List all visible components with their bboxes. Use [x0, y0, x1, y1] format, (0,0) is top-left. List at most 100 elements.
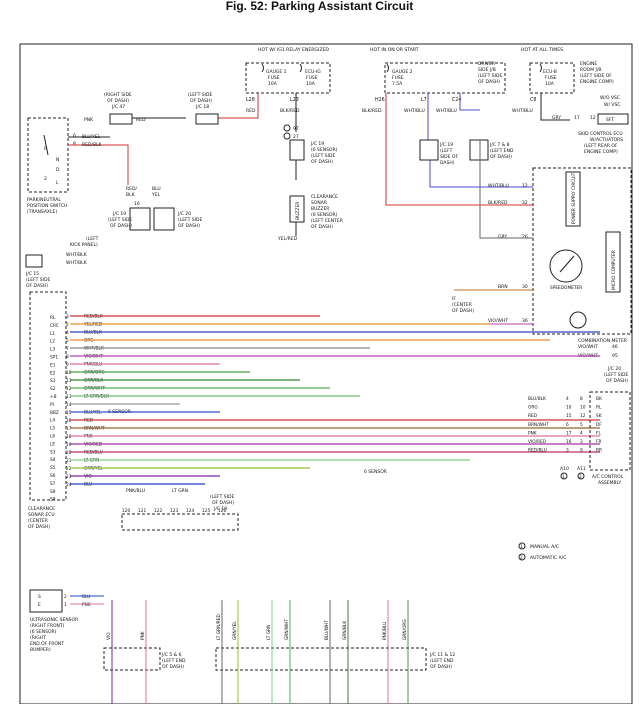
svg-text:SONAR: SONAR	[311, 200, 327, 206]
fuse-gauge1: GAUGE 1 FUSE 10A	[266, 69, 287, 87]
fuse-ecub: ECU-B FUSE 10A	[543, 69, 557, 87]
ecu-pin-number: 4	[66, 330, 69, 336]
jc15-connector	[25, 254, 43, 268]
micro-computer-box	[605, 231, 621, 293]
wire-wht-blk-1: WHT/BLK	[66, 252, 88, 258]
svg-text:OF DASH): OF DASH)	[490, 154, 512, 160]
svg-text:J/C 5 & 6: J/C 5 & 6	[161, 652, 182, 658]
ecu-pin-name: E1	[50, 362, 56, 368]
combination-meter-label: COMBINATION METER	[578, 338, 627, 344]
hot-on-start-label: HOT IN ON OR START	[370, 47, 419, 53]
ultrasonic-sensor-label: ULTRASONIC SENSOR (RIGHT FRONT) (6 SENSO…	[30, 617, 78, 653]
jc18-label: (LEFT SIDE OF DASH) J/C 18	[188, 92, 212, 110]
red-wires	[218, 93, 533, 206]
pin-h26: H26	[375, 97, 385, 103]
svg-text:J/C 19: J/C 19	[213, 506, 227, 512]
svg-text:6: 6	[73, 133, 76, 139]
hot-ig1-label: HOT W/ IG1 RELAY ENERGIZED	[258, 47, 329, 53]
park-switch-box	[27, 117, 69, 193]
svg-text:OF DASH): OF DASH)	[311, 224, 333, 230]
svg-text:D: D	[56, 167, 60, 173]
meter-wire-0: WHT/BLU	[488, 183, 509, 189]
sensor-wire-label: PNK	[82, 602, 91, 608]
svg-text:(CENTER: (CENTER	[28, 518, 48, 524]
ecu-pin-name: +B	[50, 394, 57, 400]
svg-text:7.5A: 7.5A	[392, 81, 403, 87]
svg-text:(LEFT SIDE OF: (LEFT SIDE OF	[580, 73, 612, 79]
ac-marker-1-num: 1	[562, 474, 565, 480]
meter-pin-2: 26	[522, 234, 528, 240]
ac-a11: A11	[577, 466, 586, 472]
wht-blu-wire	[427, 93, 533, 188]
meter-wire-3: BRN	[498, 284, 508, 290]
ecu-pin-name: L5	[50, 426, 55, 432]
jc19-bottom-pin: 120	[122, 508, 130, 514]
jc56-connector	[103, 647, 161, 671]
ac-pin-b: 4	[580, 430, 583, 436]
jc19-mid-connector	[129, 207, 151, 231]
jc19-buzzer-label: J/C 19 (6 SENSOR) (LEFT SIDE OF DASH)	[310, 141, 338, 165]
svg-text:(6 SENSOR): (6 SENSOR)	[30, 629, 57, 635]
svg-text:(LEFT SIDE: (LEFT SIDE	[188, 92, 212, 98]
svg-text:ULTRASONIC SENSOR: ULTRASONIC SENSOR	[30, 617, 78, 623]
sft-label: SFT	[606, 117, 614, 123]
svg-text:CLEARANCE: CLEARANCE	[28, 506, 55, 512]
sensor-wire-label: BLU	[82, 594, 90, 600]
wire-gry-1: GRY	[552, 115, 561, 121]
ecu-pin-names: RLCRCL1L2L3SP1E1E2S1S2+BPIBBZL4L5L6LES3S…	[50, 315, 59, 503]
w-vsc: W/ VSC	[604, 102, 620, 108]
note-27: 27	[293, 134, 299, 140]
ac-pin-a: 10	[566, 405, 572, 411]
ac-wire-label: RED/BLU	[528, 448, 547, 454]
wire-red-1: RED	[246, 108, 256, 114]
ac-pin-a: 4	[566, 396, 569, 402]
svg-text:OF DASH): OF DASH)	[110, 223, 132, 229]
pin-l28: L28	[246, 97, 255, 103]
ac-pin-b: 3	[580, 439, 583, 445]
svg-text:(LEFT SIDE: (LEFT SIDE	[178, 217, 202, 223]
fuse-box-mid	[384, 62, 506, 94]
ecu-pin-name: LE	[50, 441, 55, 447]
svg-text:ECU-B: ECU-B	[543, 69, 557, 75]
ac-wire-label: RED	[528, 413, 538, 419]
ecu-pin-number: 16	[66, 418, 72, 424]
ultrasonic-sensor-box	[29, 589, 63, 613]
meter-pin-1: 32	[522, 200, 528, 206]
svg-text:POSITION SWITCH: POSITION SWITCH	[27, 203, 68, 209]
wire-yel-mid: YEL	[151, 192, 161, 198]
sensor-pin-number: 2	[64, 594, 67, 600]
svg-text:(RIGHT FRONT): (RIGHT FRONT)	[30, 623, 65, 629]
svg-text:8: 8	[73, 141, 76, 147]
ecu-wires	[70, 315, 600, 485]
meter-wire-2: GRY	[498, 234, 507, 240]
wire-blu-mid: BLU	[152, 186, 161, 192]
ac-pin-b: 10	[580, 405, 586, 411]
svg-text:SKID CONTROL ECU: SKID CONTROL ECU	[578, 131, 623, 137]
wire-wht-blu-1: WHT/BLU	[404, 108, 425, 114]
fuse-box-left	[245, 62, 331, 94]
ac-wire-label: BRN/WHT	[528, 422, 549, 428]
svg-text:GAUGE 2: GAUGE 2	[392, 69, 413, 75]
svg-text:(LEFT SIDE: (LEFT SIDE	[478, 73, 502, 79]
svg-text:DRIVER: DRIVER	[478, 61, 495, 67]
ecu-pin-name: L6	[50, 434, 55, 440]
sft-box	[597, 113, 629, 125]
ac-pin-b: 9	[580, 448, 583, 454]
svg-text:10A: 10A	[268, 81, 278, 87]
jc19-buzzer-connector	[289, 139, 305, 161]
wire-pnk-switch: PNK	[84, 117, 94, 123]
ecu-pin-number: 5	[66, 338, 69, 344]
svg-text:(LEFT END: (LEFT END	[430, 658, 454, 664]
wire-wht-blu-3: WHT/BLU	[512, 108, 533, 114]
jc19-bottom-pin: 124	[186, 508, 194, 514]
ecu-pin-name: S6	[50, 473, 56, 479]
pin-c24: C24	[452, 97, 461, 103]
jc56-label: J/C 5 & 6 (LEFT END OF DASH)	[161, 652, 186, 670]
jc20-right-46: 46	[612, 344, 618, 350]
svg-text:FUSE: FUSE	[268, 75, 280, 81]
svg-text:J/C 18: J/C 18	[195, 104, 209, 110]
jc20-mid-connector	[153, 207, 175, 231]
